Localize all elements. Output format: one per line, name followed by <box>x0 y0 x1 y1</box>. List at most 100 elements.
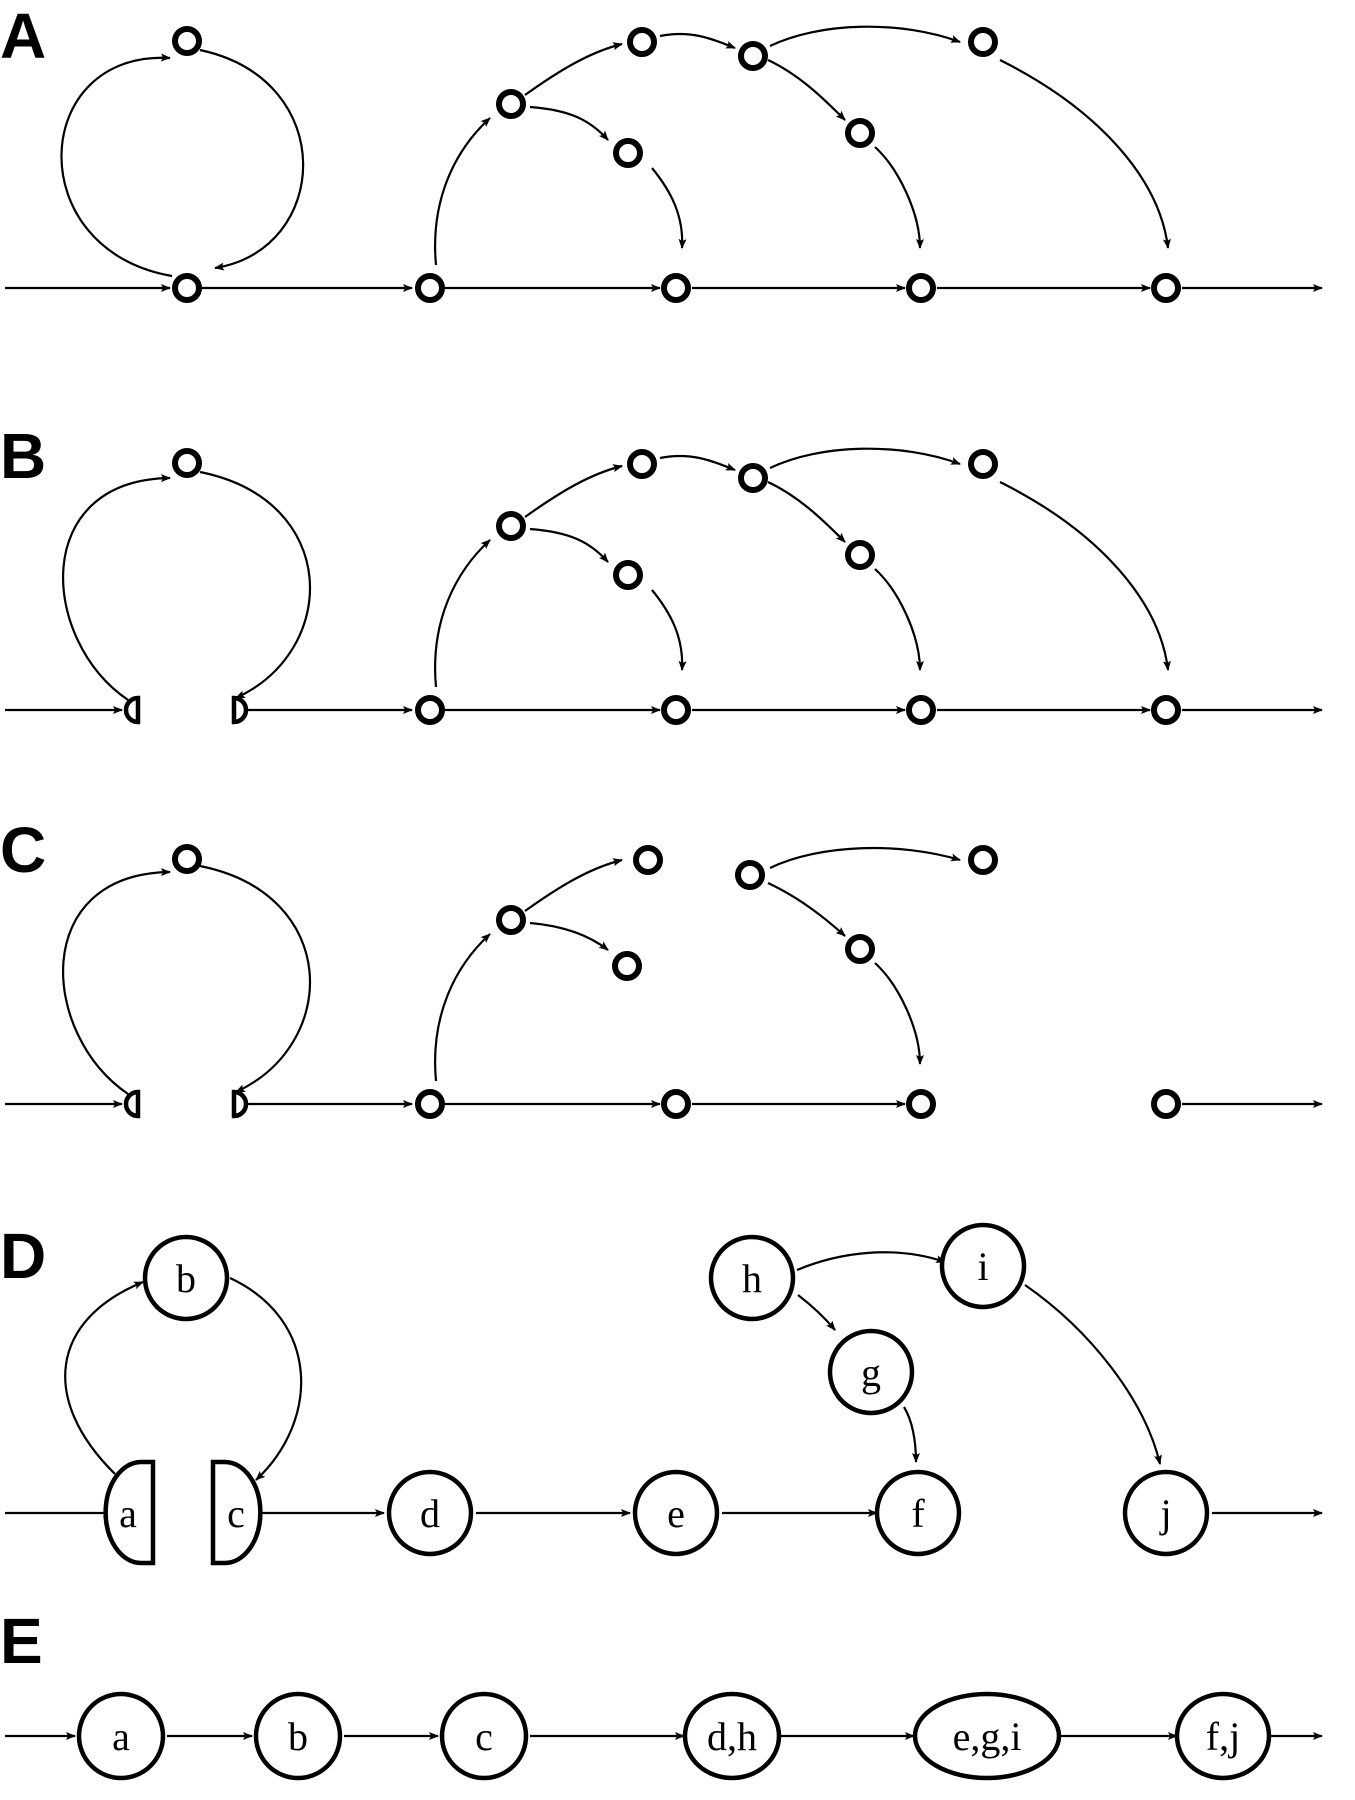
graph-node <box>612 951 642 981</box>
split-node-c <box>210 1459 263 1566</box>
panel-b: B <box>0 420 1323 725</box>
edge <box>651 589 687 671</box>
node-label-c: c <box>227 1491 245 1536</box>
edge <box>999 59 1171 249</box>
edge <box>60 53 173 278</box>
graph-node <box>613 138 643 168</box>
graph-node-e4 <box>682 1691 782 1781</box>
edge <box>199 864 312 1093</box>
node-label-e1: a <box>112 1714 130 1759</box>
graph-node <box>968 845 998 875</box>
panel-a: A <box>0 0 1323 303</box>
graph-node <box>172 26 202 56</box>
panel-label-c: C <box>0 814 46 886</box>
edge <box>874 146 924 249</box>
graph-node <box>906 695 936 725</box>
edge <box>796 1251 946 1272</box>
edge <box>903 1406 920 1463</box>
graph-node <box>496 905 526 935</box>
edge <box>651 167 687 249</box>
edge <box>874 962 924 1065</box>
edge <box>524 858 623 912</box>
node-label-b: b <box>176 1256 196 1301</box>
node-label-h: h <box>742 1256 762 1301</box>
graph-node-e2 <box>253 1691 343 1781</box>
edge <box>659 32 736 50</box>
split-node-right <box>231 695 249 725</box>
graph-node-e5 <box>912 1691 1062 1781</box>
graph-node-e1 <box>76 1691 166 1781</box>
graph-node <box>172 844 202 874</box>
node-label-e: e <box>667 1491 685 1536</box>
graph-node-b <box>142 1234 230 1322</box>
edge <box>199 48 305 271</box>
graph-node <box>415 695 445 725</box>
edge <box>524 464 623 518</box>
node-label-e6: f,j <box>1206 1714 1240 1759</box>
graph-node-j <box>1122 1469 1210 1557</box>
graph-node <box>613 560 643 590</box>
edge <box>434 539 491 688</box>
edge <box>767 481 846 543</box>
graph-node-e6 <box>1174 1691 1272 1781</box>
node-label-e5: e,g,i <box>953 1714 1022 1759</box>
graph-node-g <box>827 1328 915 1416</box>
edge <box>529 527 609 563</box>
graph-node <box>661 273 691 303</box>
split-node-a <box>103 1459 156 1566</box>
panel-d: D a c b d e f g h i j <box>0 1220 1323 1566</box>
edge <box>62 868 171 1095</box>
node-label-d: d <box>420 1491 440 1536</box>
split-node-left <box>123 695 141 725</box>
edge <box>769 846 961 869</box>
edge <box>229 1277 303 1481</box>
edge <box>1024 1284 1162 1465</box>
graph-node <box>735 860 765 890</box>
graph-node <box>1151 273 1181 303</box>
edge <box>767 59 846 121</box>
graph-node <box>172 273 202 303</box>
graph-node <box>661 1089 691 1119</box>
node-label-j: j <box>1158 1491 1171 1536</box>
node-label-e4: d,h <box>707 1714 757 1759</box>
graph-node <box>172 448 202 478</box>
graph-node <box>1151 695 1181 725</box>
graph-node <box>415 1089 445 1119</box>
split-node-left <box>123 1089 141 1119</box>
graph-node <box>845 540 875 570</box>
split-node-right <box>231 1089 249 1119</box>
edge <box>769 447 961 469</box>
graph-node <box>906 273 936 303</box>
edge <box>767 882 846 937</box>
panel-c: C <box>0 814 1323 1119</box>
node-label-e2: b <box>288 1714 308 1759</box>
graph-node-d <box>386 1469 474 1557</box>
graph-node-e3 <box>439 1691 529 1781</box>
graph-node <box>415 273 445 303</box>
edge <box>529 105 609 141</box>
edge <box>529 921 609 951</box>
graph-node <box>633 845 663 875</box>
panel-label-a: A <box>0 0 46 72</box>
edge <box>769 25 961 47</box>
panel-label-b: B <box>0 420 46 492</box>
edge <box>874 568 924 671</box>
edge <box>434 117 491 266</box>
graph-node-i <box>939 1222 1027 1310</box>
edge <box>659 454 736 472</box>
panel-label-e: E <box>0 1605 43 1677</box>
graph-node <box>968 27 998 57</box>
panel-e: E a b c d,h e,g,i f,j <box>0 1605 1323 1781</box>
graph-node <box>661 695 691 725</box>
graph-node <box>738 463 768 493</box>
node-label-g: g <box>861 1350 881 1395</box>
edge <box>434 933 491 1082</box>
graph-node <box>738 41 768 71</box>
edge <box>999 481 1171 671</box>
graph-node <box>845 934 875 964</box>
graph-node <box>496 89 526 119</box>
edge <box>64 1280 144 1475</box>
node-label-e3: c <box>475 1714 493 1759</box>
node-label-a: a <box>119 1491 137 1536</box>
